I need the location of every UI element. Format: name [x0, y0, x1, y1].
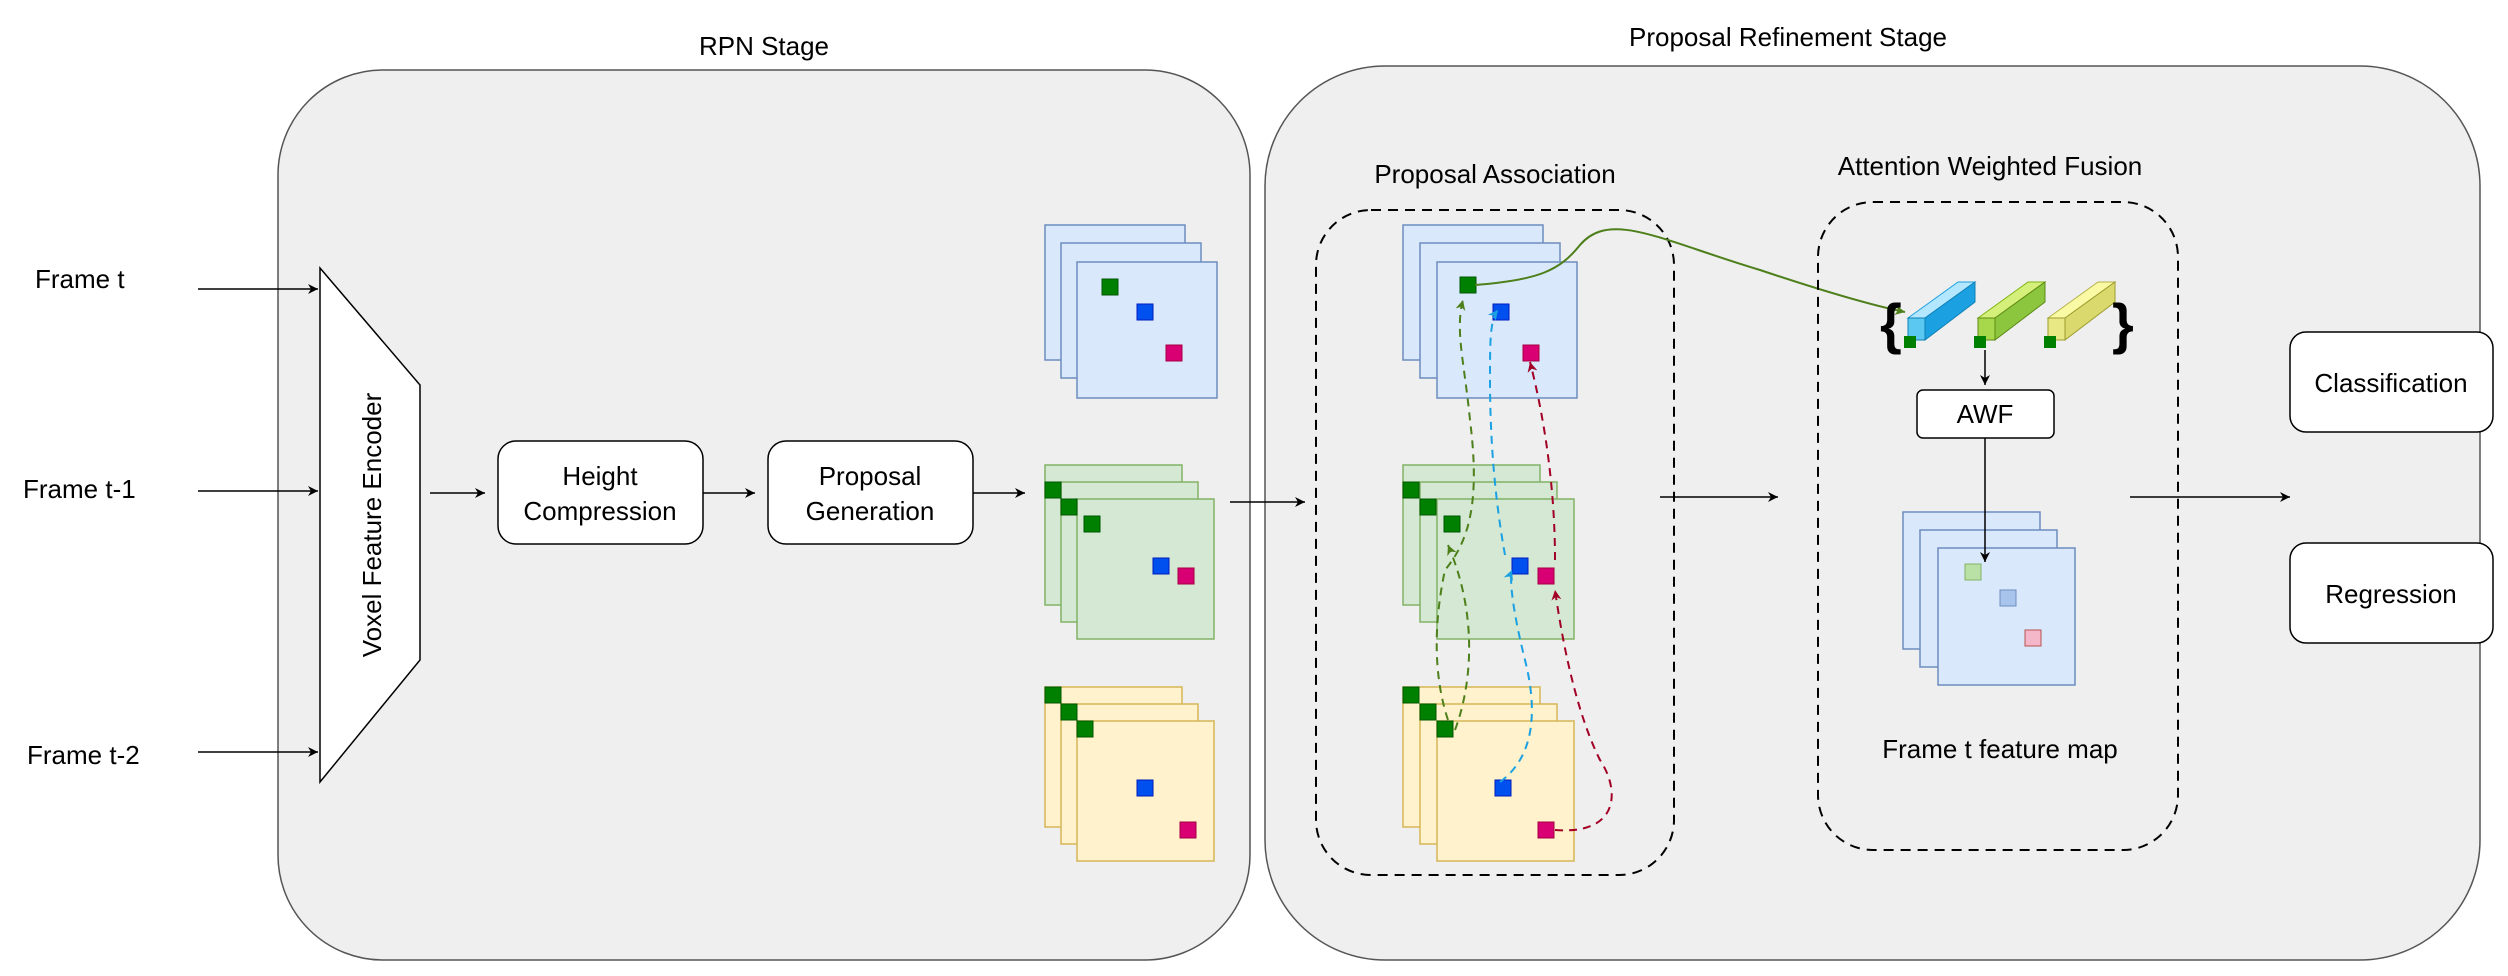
blue-marker	[1494, 779, 1512, 797]
classification-label: Classification	[2314, 368, 2467, 398]
refinement-stage-title: Proposal Refinement Stage	[1629, 22, 1947, 52]
input-frame-t: Frame t	[35, 264, 125, 294]
pink-marker	[1522, 344, 1540, 362]
red-association-path-2	[1527, 361, 1556, 561]
rpn-stage-title: RPN Stage	[699, 31, 829, 61]
proposal-generation-block	[767, 440, 974, 545]
height-compression-line2: Compression	[523, 496, 676, 526]
proposal-generation-line1: Proposal	[819, 461, 922, 491]
rpn-green-feature-stack	[1044, 464, 1215, 640]
blue-marker	[1136, 779, 1154, 797]
bracket-left-icon: {	[1880, 292, 1902, 355]
pink-marker	[1537, 821, 1555, 839]
green-association-path	[1435, 299, 1475, 721]
green-marker	[1419, 498, 1437, 516]
attention-weighted-fusion-title: Attention Weighted Fusion	[1838, 151, 2142, 181]
green-marker	[1436, 720, 1454, 738]
green-marker	[1402, 686, 1420, 704]
regression-output	[2289, 542, 2494, 644]
green-marker	[1083, 515, 1101, 533]
classification-output	[2289, 331, 2494, 433]
proposal-association-title: Proposal Association	[1374, 159, 1615, 189]
blue-association-path-2	[1487, 309, 1506, 556]
light-green-marker	[1964, 563, 1982, 581]
green-marker	[1076, 720, 1094, 738]
voxel-feature-encoder-label: Voxel Feature Encoder	[357, 392, 387, 657]
input-frame-t-2: Frame t-2	[27, 740, 140, 770]
height-compression-block	[497, 440, 704, 545]
voxel-feature-encoder	[319, 265, 421, 785]
blue-marker	[1136, 303, 1154, 321]
attention-weighted-fusion-group	[1817, 201, 2179, 851]
light-blue-marker	[1999, 589, 2017, 607]
input-frame-t-1: Frame t-1	[23, 474, 136, 504]
assoc-yellow-feature-stack	[1402, 686, 1575, 862]
pink-marker	[1165, 344, 1183, 362]
fused-feature-stack	[1902, 511, 2076, 686]
green-marker	[1101, 278, 1119, 296]
proposal-generation-line2: Generation	[806, 496, 935, 526]
pink-marker	[1179, 821, 1197, 839]
rpn-stage-box	[277, 69, 1251, 961]
proposal-association-group	[1315, 209, 1675, 876]
association-to-fusion-curve	[1474, 228, 1906, 315]
rpn-blue-feature-stack	[1044, 224, 1218, 399]
height-compression-line1: Height	[562, 461, 638, 491]
green-marker	[1974, 336, 1986, 348]
blue-association-path	[1499, 569, 1533, 783]
green-marker	[1044, 481, 1062, 499]
awf-label: AWF	[1957, 399, 2014, 429]
green-marker	[1419, 703, 1437, 721]
green-marker	[1459, 276, 1477, 294]
green-marker	[1060, 498, 1078, 516]
cyan-cuboid-icon	[1906, 281, 1977, 342]
green-cuboid-icon	[1976, 281, 2047, 342]
blue-marker	[1152, 557, 1170, 575]
blue-marker	[1511, 557, 1529, 575]
yellow-cuboid-icon	[2046, 281, 2117, 342]
green-marker	[1904, 336, 1916, 348]
green-marker	[1402, 481, 1420, 499]
pink-marker	[1177, 567, 1195, 585]
regression-label: Regression	[2325, 579, 2457, 609]
red-association-path	[1551, 589, 1613, 832]
green-marker	[1443, 515, 1461, 533]
green-marker	[2044, 336, 2056, 348]
green-association-path-2	[1447, 544, 1471, 731]
frame-t-feature-map-caption: Frame t feature map	[1882, 734, 2118, 764]
green-marker	[1044, 686, 1062, 704]
assoc-green-feature-stack	[1402, 464, 1575, 640]
bracket-right-icon: }	[2112, 292, 2134, 355]
blue-marker	[1492, 303, 1510, 321]
light-pink-marker	[2024, 629, 2042, 647]
green-marker	[1060, 703, 1078, 721]
rpn-yellow-feature-stack	[1044, 686, 1215, 862]
pink-marker	[1537, 567, 1555, 585]
